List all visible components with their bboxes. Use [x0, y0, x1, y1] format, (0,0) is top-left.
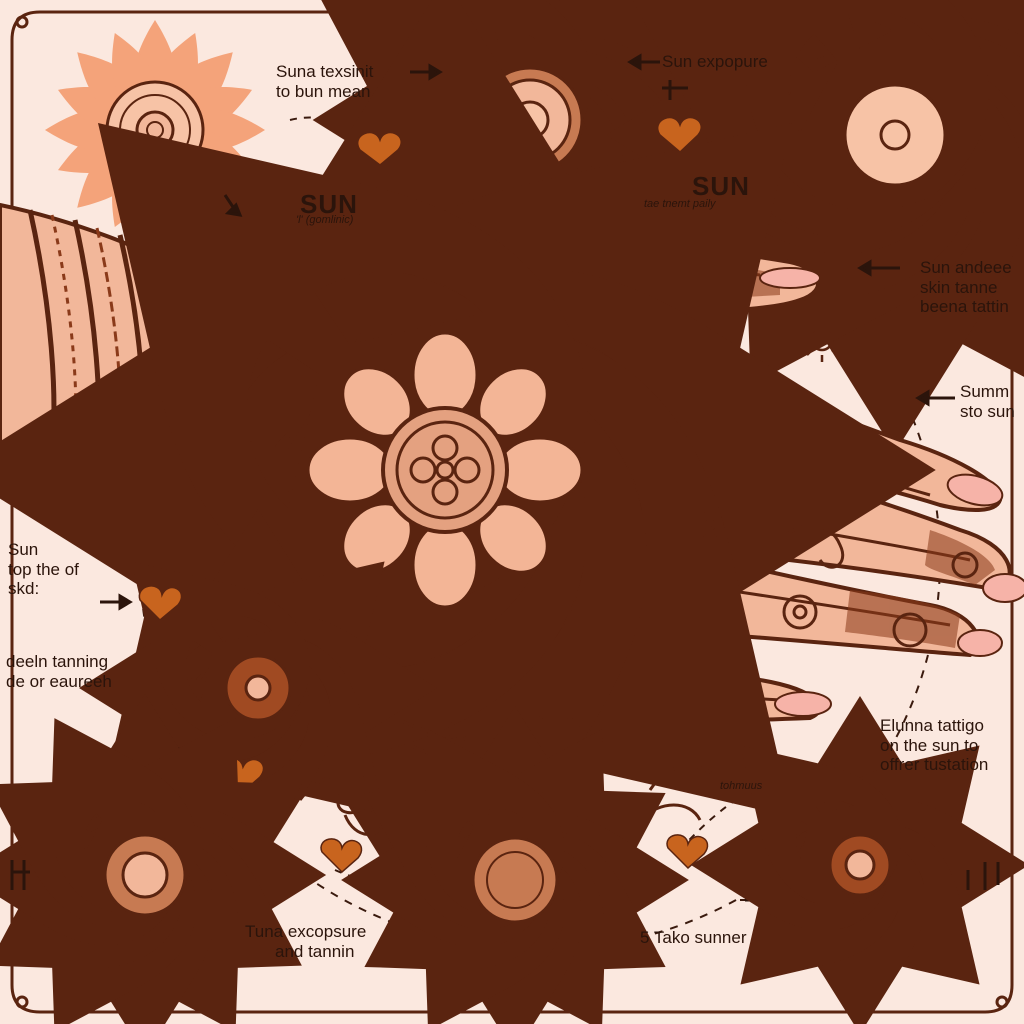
- bottom-left-mandala-circle: [55, 785, 235, 965]
- bottom-right-mandala-circle: [778, 783, 942, 947]
- label-left-1: Sun top the of skd:: [8, 540, 79, 599]
- label-small-note: tohmuus: [720, 780, 763, 792]
- label-top-center: Sun expopure: [662, 52, 768, 71]
- label-sun-left: SUN: [300, 189, 358, 219]
- label-right-1: Sun andeee skin tanne beena tattin: [920, 258, 1012, 317]
- sun-outline-icon: [789, 25, 1000, 245]
- label-bottom-right: 5 Tako sunner: [640, 928, 747, 947]
- music-note-icon: [10, 80, 1000, 890]
- label-sun-left-sub: 'l' (gomlinic): [296, 214, 354, 226]
- label-sun-center-sub: tae tnemt paily: [644, 198, 716, 210]
- bottom-center-mandala-circle: [433, 798, 597, 962]
- finger-flower-icons: [696, 511, 979, 648]
- label-sun-center: SUN: [692, 171, 750, 201]
- flower-mandala-icon: [196, 626, 320, 750]
- palm-flower-mandala-icon: [275, 300, 615, 640]
- label-bottom-left: Tuna excopsure and tannin: [245, 922, 367, 961]
- label-left-2: deeln tanning de or eaureeh: [6, 652, 112, 691]
- small-sun-icon: [800, 318, 844, 362]
- label-right-2: Summ sto sun: [960, 382, 1015, 421]
- label-right-3: Elunna tattigo on the sun to offrer tust…: [880, 716, 989, 775]
- label-top-left: Suna texsinit to bun mean: [276, 62, 374, 101]
- sun-orange-icon: [45, 20, 265, 240]
